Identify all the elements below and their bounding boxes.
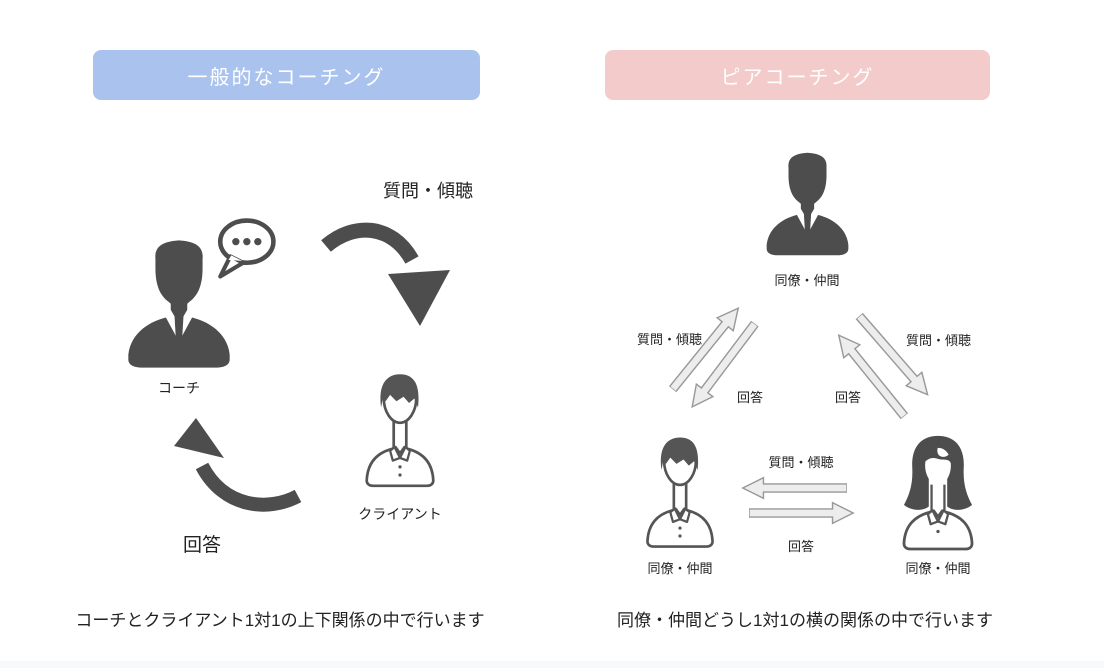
peer-coaching-header: ピアコーチング xyxy=(605,50,990,100)
coach-label: コーチ xyxy=(158,380,200,396)
peer-bottom-right-figure-icon xyxy=(892,430,984,554)
speech-bubble-icon xyxy=(212,214,278,284)
arrow-up-right-icon xyxy=(663,299,748,396)
arrow-down-right-icon xyxy=(850,308,938,404)
arrow-down-left-icon xyxy=(682,316,765,415)
peer-coaching-header-label: ピアコーチング xyxy=(720,66,875,89)
coach-figure-icon xyxy=(118,238,240,370)
arrow-up-left-icon xyxy=(828,326,913,423)
general-coaching-caption: コーチとクライアント1対1の上下関係の中で行います xyxy=(75,611,485,630)
edge-right-answer-label: 回答 xyxy=(834,390,861,405)
edge-bottom-question-label: 質問・傾聴 xyxy=(768,455,834,470)
curved-arrow-down-right-icon xyxy=(320,216,452,328)
peer-bottom-right-label: 同僚・仲間 xyxy=(905,561,971,576)
edge-left-answer-label: 回答 xyxy=(736,390,763,405)
edge-bottom-answer-label: 回答 xyxy=(787,539,814,554)
general-coaching-header: 一般的なコーチング xyxy=(93,50,480,100)
curved-arrow-up-left-icon xyxy=(172,414,302,512)
bottom-edge-strip xyxy=(0,661,1104,668)
edge-right-question-label: 質問・傾聴 xyxy=(906,333,972,348)
peer-top-label: 同僚・仲間 xyxy=(774,273,840,288)
peer-bottom-left-label: 同僚・仲間 xyxy=(647,561,713,576)
arrow-left-icon xyxy=(741,476,848,500)
question-listening-label: 質問・傾聴 xyxy=(383,181,473,201)
arrow-right-icon xyxy=(748,501,855,525)
client-figure-icon xyxy=(355,368,445,492)
client-label: クライアント xyxy=(358,506,442,522)
peer-bottom-left-figure-icon xyxy=(636,430,724,554)
peer-coaching-caption: 同僚・仲間どうし1対1の横の関係の中で行います xyxy=(617,611,993,630)
general-coaching-header-label: 一般的なコーチング xyxy=(187,66,386,89)
answer-label: 回答 xyxy=(183,535,222,556)
edge-left-question-label: 質問・傾聴 xyxy=(636,332,702,347)
peer-top-figure-icon xyxy=(760,145,855,263)
